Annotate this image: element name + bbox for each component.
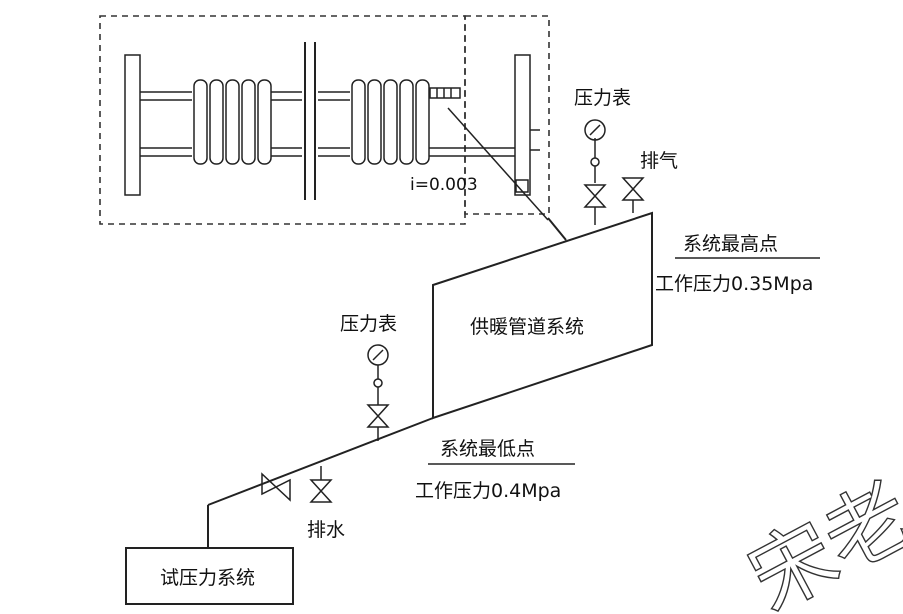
pressure-gauge-top-label: 压力表: [574, 87, 631, 109]
test-system-box: [125, 547, 294, 605]
working-pressure-high-label: 工作压力0.35Mpa: [655, 273, 813, 295]
highest-point-label: 系统最高点: [683, 233, 778, 255]
pressure-gauge-top-icon: [584, 119, 606, 141]
riser-pipe: [547, 217, 567, 241]
vent-valve-icon: [621, 177, 645, 201]
slope-label: i=0.003: [410, 175, 478, 195]
drain-label: 排水: [307, 519, 345, 541]
riser-detail-box: [464, 15, 550, 215]
vent-label: 排气: [640, 150, 678, 172]
watermark-text: 宋老: [733, 464, 903, 614]
working-pressure-low-label: 工作压力0.4Mpa: [415, 480, 561, 502]
main-valve-icon: [261, 472, 291, 502]
pressure-gauge-mid-label: 压力表: [340, 313, 397, 335]
radiator-assembly: [124, 42, 549, 221]
drain-valve-icon: [309, 479, 333, 503]
test-system-label: 试压力系统: [160, 567, 255, 589]
heating-system-label: 供暖管道系统: [470, 316, 584, 338]
top-gauge-valve-icon: [583, 184, 607, 208]
main-pipe: [207, 417, 434, 506]
lowest-point-label: 系统最低点: [440, 438, 535, 460]
mid-gauge-valve-icon: [366, 404, 390, 428]
heating-system-box: [432, 211, 653, 420]
